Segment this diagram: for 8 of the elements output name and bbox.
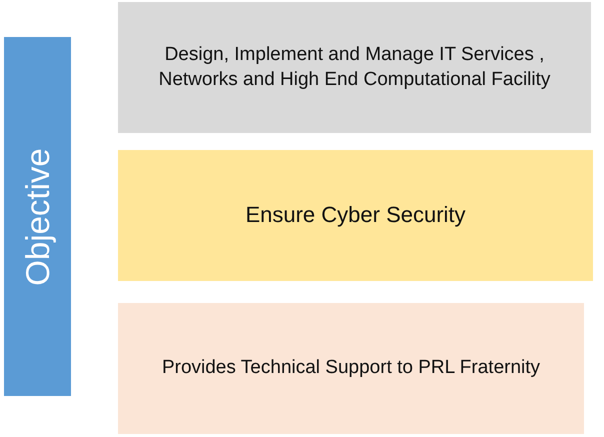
objective-text: Provides Technical Support to PRL Fraternity xyxy=(162,356,540,380)
objective-text: Design, Implement and Manage IT Services , Networks and High End Computational Facility xyxy=(158,42,552,92)
objective-panel xyxy=(118,303,584,434)
objective-panel xyxy=(118,150,593,281)
heading-bar xyxy=(4,37,71,396)
heading-text: Objective xyxy=(18,148,56,286)
objective-text: Ensure Cyber Security xyxy=(245,201,466,230)
objective-panel xyxy=(118,2,591,133)
